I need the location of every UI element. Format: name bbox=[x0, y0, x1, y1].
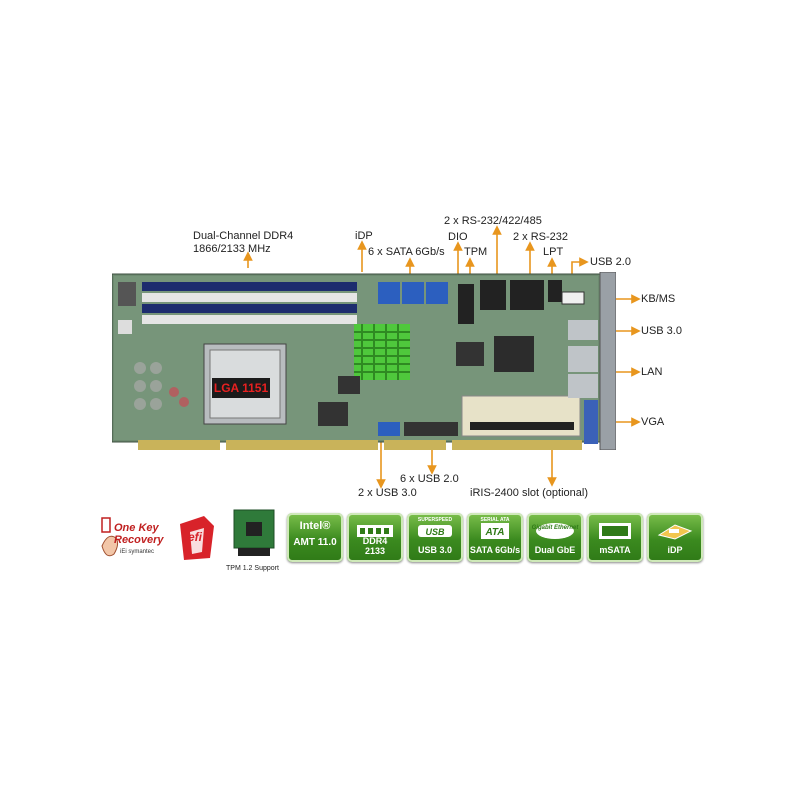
cpu-socket-label: LGA 1151 bbox=[214, 381, 269, 395]
badge-gbe-line1: Gigabit Ethernet bbox=[531, 525, 579, 531]
idp-icon bbox=[655, 522, 695, 540]
label-sata: 6 x SATA 6Gb/s bbox=[368, 246, 445, 258]
motherboard-image: LGA 1151 bbox=[112, 272, 616, 450]
label-usb20-bottom: 6 x USB 2.0 bbox=[400, 473, 459, 485]
label-lan: LAN bbox=[641, 366, 663, 378]
sata-icon: ATA bbox=[475, 522, 515, 540]
badge-ddr4: DDR4 2133 bbox=[347, 513, 403, 562]
memory-icon bbox=[355, 522, 395, 540]
badge-sata: SERIAL ATA ATA SATA 6Gb/s bbox=[467, 513, 523, 562]
one-key-recovery-logo: One Key Recovery iEi symantec bbox=[98, 516, 170, 566]
badge-ddr4-line1: DDR4 bbox=[362, 536, 388, 546]
recovery-text: Recovery bbox=[114, 534, 164, 546]
label-tpm: TPM bbox=[464, 246, 488, 258]
badge-usb30: SUPERSPEED USB USB 3.0 bbox=[407, 513, 463, 562]
badge-msata: mSATA bbox=[587, 513, 643, 562]
label-rs232: 2 x RS-232 bbox=[513, 231, 569, 243]
badge-intel-line1: Intel® bbox=[299, 520, 331, 532]
svg-text:ATA: ATA bbox=[484, 527, 504, 538]
brand-text: iEi symantec bbox=[120, 549, 155, 555]
badge-dual-gbe: Gigabit Ethernet Dual GbE bbox=[527, 513, 583, 562]
label-usb30-bottom: 2 x USB 3.0 bbox=[358, 487, 417, 499]
badge-gbe-line2: Dual GbE bbox=[534, 545, 576, 555]
label-ddr4-line1: Dual-Channel DDR4 bbox=[193, 230, 294, 242]
badge-idp: iDP bbox=[647, 513, 703, 562]
badge-msata-line2: mSATA bbox=[599, 545, 631, 555]
badge-intel-line2: AMT 11.0 bbox=[293, 537, 337, 548]
badge-sata-line2: SATA 6Gb/s bbox=[469, 545, 521, 555]
label-kbms: KB/MS bbox=[641, 293, 676, 305]
badge-sata-line1: SERIAL ATA bbox=[480, 517, 510, 523]
badge-usb-line2: USB 3.0 bbox=[417, 545, 452, 555]
svg-text:USB: USB bbox=[425, 527, 445, 537]
label-usb30-right: USB 3.0 bbox=[641, 325, 682, 337]
uefi-text: efi bbox=[188, 530, 203, 544]
usb-icon: USB bbox=[415, 522, 455, 540]
ethernet-icon bbox=[535, 522, 575, 540]
hand-icon bbox=[101, 517, 119, 557]
label-iris-slot: iRIS-2400 slot (optional) bbox=[470, 487, 589, 499]
label-idp: iDP bbox=[355, 230, 373, 242]
badge-intel-amt: Intel® AMT 11.0 bbox=[287, 513, 343, 562]
label-dio: DIO bbox=[448, 231, 468, 243]
badge-idp-line2: iDP bbox=[667, 545, 683, 555]
uefi-icon bbox=[180, 516, 214, 560]
badge-ddr4-line2: 2133 bbox=[364, 546, 386, 556]
badge-usb-line1: SUPERSPEED bbox=[417, 517, 453, 523]
label-ddr4-line2: 1866/2133 MHz bbox=[193, 243, 271, 255]
msata-icon bbox=[595, 522, 635, 540]
label-usb20-top: USB 2.0 bbox=[590, 256, 631, 268]
one-key-text: One Key bbox=[114, 522, 159, 534]
label-rs232-422-485: 2 x RS-232/422/485 bbox=[444, 215, 542, 227]
tpm-module-icon bbox=[233, 509, 275, 556]
uefi-logo: efi bbox=[174, 514, 220, 564]
label-lpt: LPT bbox=[543, 246, 564, 258]
tpm-module: TPM 1.2 Support bbox=[226, 508, 284, 572]
tpm-caption: TPM 1.2 Support bbox=[226, 565, 279, 572]
label-vga: VGA bbox=[641, 416, 665, 428]
